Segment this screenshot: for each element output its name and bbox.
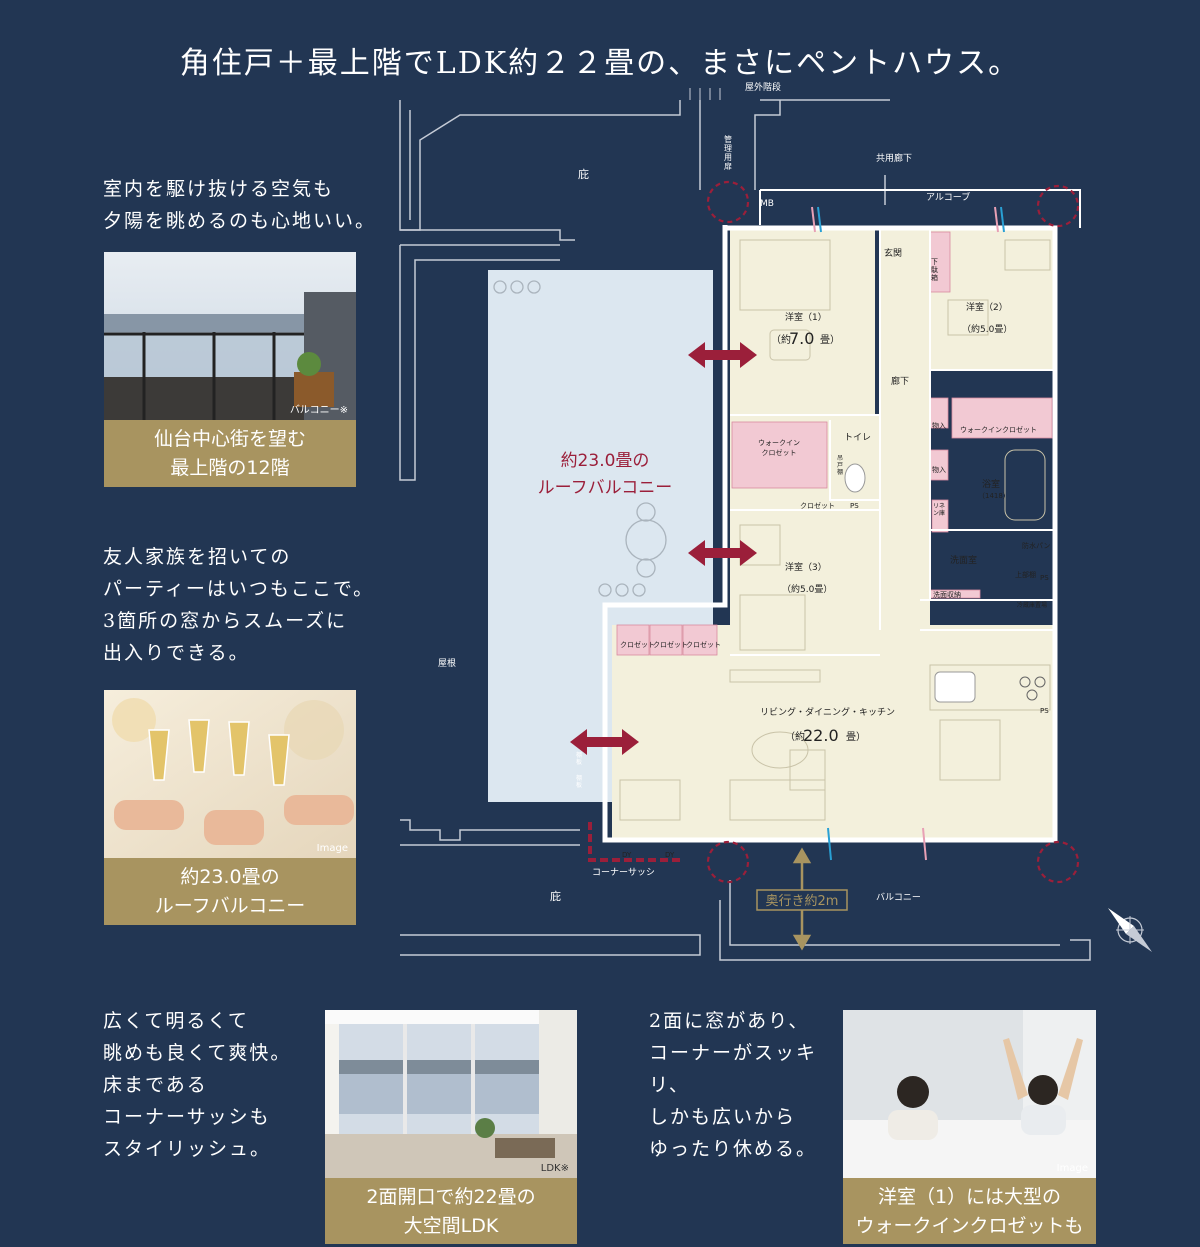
label-balcony: バルコニー bbox=[876, 892, 921, 903]
photo-note: Image bbox=[316, 843, 348, 854]
label-room3: 洋室（3） bbox=[785, 561, 827, 573]
label-ldk-size: 22.0 bbox=[803, 726, 839, 745]
label-eaves-top: 庇 bbox=[578, 167, 589, 181]
label-storage1: 物入 bbox=[932, 421, 946, 430]
label-toilet: トイレ bbox=[844, 433, 871, 443]
label-room2-size: （約5.0畳） bbox=[962, 323, 1012, 335]
label-ps3: PS bbox=[1040, 707, 1049, 715]
compass-icon bbox=[1108, 908, 1152, 952]
intro-text: 室内を駆け抜ける空気も 夕陽を眺めるのも心地いい。 bbox=[103, 178, 377, 232]
label-bath: 浴室 bbox=[982, 478, 1000, 490]
label-hanger: 吊戸棚 bbox=[837, 455, 844, 476]
photo-note: Image bbox=[1056, 1163, 1088, 1174]
label-tanaita1: 棚 板 bbox=[576, 752, 583, 766]
label-waterproof-pan: 防水パン bbox=[1022, 541, 1050, 550]
label-room3-size: （約5.0畳） bbox=[782, 583, 832, 595]
label-storage2: 物入 bbox=[932, 465, 946, 474]
balcony-photo: バルコニー※ bbox=[104, 252, 356, 420]
label-wic1: ウォークイン クロゼット bbox=[758, 439, 800, 457]
floor-plan: 奥行き約2m 屋外階段 庇 庇 共用廊下 アルコーブ MB 屋根 コーナーサッシ… bbox=[399, 81, 1152, 961]
label-dy1: DY bbox=[622, 851, 632, 859]
photo-note: バルコニー※ bbox=[289, 405, 348, 416]
label-corridor: 共用廊下 bbox=[876, 152, 912, 164]
label-mb: MB bbox=[760, 199, 774, 209]
label-room1: 洋室（1） bbox=[785, 311, 827, 323]
label-eaves-bottom: 庇 bbox=[550, 889, 561, 903]
label-wic2: ウォークインクロゼット bbox=[960, 425, 1037, 434]
label-fridge: 冷蔵庫置場 bbox=[1016, 602, 1047, 609]
photo-caption: 仙台中心街を望む 最上階の12階 bbox=[104, 420, 356, 487]
label-ps2: PS bbox=[1040, 574, 1049, 582]
label-washroom-storage: 洗面収納 bbox=[933, 590, 961, 599]
page-title: 角住戸＋最上階でLDK約２２畳の、まさにペントハウス。 bbox=[179, 46, 1021, 81]
depth-label-box bbox=[756, 889, 848, 911]
label-roof: 屋根 bbox=[438, 657, 456, 669]
label-corner-sash: コーナーサッシ bbox=[592, 867, 655, 878]
label-closet-a: クロゼット bbox=[620, 640, 655, 649]
bedroom-photo: Image bbox=[843, 1010, 1096, 1178]
label-room1-size-prefix: （約 bbox=[771, 333, 791, 346]
label-upper-shelf: 上部棚 bbox=[1015, 570, 1036, 579]
label-ldk-size-suffix: 畳） bbox=[846, 731, 866, 743]
bedroom-text: 2面に窓があり、 コーナーがスッキリ、 しかも広いから ゆったり休める。 bbox=[649, 1010, 818, 1160]
label-tanaita2: 棚 板 bbox=[576, 775, 583, 789]
photo-note: LDK※ bbox=[540, 1163, 569, 1174]
ldk-photo: LDK※ bbox=[325, 1010, 577, 1178]
photo-caption: 2面開口で約22畳の 大空間LDK bbox=[325, 1178, 577, 1244]
ldk-text: 広くて明るくて 眺めも良くて爽快。 床まである コーナーサッシも スタイリッシュ… bbox=[103, 1010, 292, 1160]
label-hallway: 廊下 bbox=[891, 375, 909, 387]
party-text: 友人家族を招いての パーティーはいつもここで。 3箇所の窓からスムーズに 出入り… bbox=[103, 546, 375, 664]
label-closet-small: クロゼット bbox=[800, 501, 835, 510]
label-linen: リネン庫 bbox=[933, 503, 946, 517]
photo-caption: 約23.0畳の ルーフバルコニー bbox=[104, 858, 356, 925]
photo-caption: 洋室（1）には大型の ウォークインクロゼットも bbox=[843, 1178, 1096, 1244]
label-kanri: 管 理 用 扉 bbox=[724, 135, 732, 171]
champagne-photo: Image bbox=[104, 690, 356, 858]
label-bath-size: （1418） bbox=[978, 492, 1010, 500]
label-ps1: PS bbox=[850, 502, 859, 510]
label-shoebox: 下 駄 箱 bbox=[931, 258, 938, 282]
label-room1-size-suffix: 畳） bbox=[820, 334, 840, 346]
label-closet-b: クロゼット bbox=[653, 640, 688, 649]
label-closet-c: クロゼット bbox=[686, 640, 721, 649]
label-washroom: 洗面室 bbox=[950, 554, 977, 566]
label-room2: 洋室（2） bbox=[966, 301, 1008, 313]
label-alcove: アルコーブ bbox=[926, 191, 970, 203]
depth-label: 奥行き約2m bbox=[766, 894, 839, 909]
label-ldk-size-prefix: （約 bbox=[785, 730, 805, 743]
label-room1-size: 7.0 bbox=[789, 329, 814, 348]
label-outdoor-stairs: 屋外階段 bbox=[745, 81, 781, 93]
label-roof-balcony: 約23.0畳の ルーフバルコニー bbox=[537, 451, 673, 498]
label-ldk: リビング・ダイニング・キッチン bbox=[760, 706, 895, 718]
label-entrance: 玄関 bbox=[884, 247, 902, 259]
label-dy2: DY bbox=[665, 851, 675, 859]
